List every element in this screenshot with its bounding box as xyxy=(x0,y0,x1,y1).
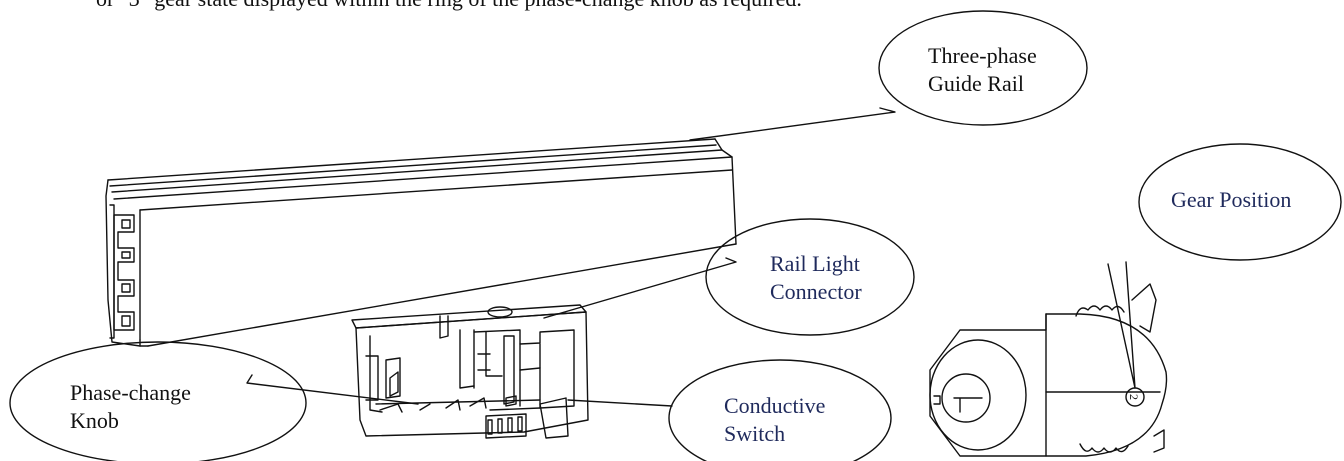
conductive-switch-callout xyxy=(668,359,892,461)
gear-position-callout xyxy=(1138,143,1342,261)
connector-label-line2: Connector xyxy=(770,279,862,304)
gear-position-label-line1: Gear Position xyxy=(1171,187,1292,212)
gear-position-label: Gear Position xyxy=(1171,186,1291,214)
leader-lines xyxy=(246,107,1136,407)
phase-knob-label: Phase-change Knob xyxy=(70,379,191,435)
phase-knob-label-line2: Knob xyxy=(70,408,119,433)
guide-rail-label-line1: Three-phase xyxy=(928,43,1037,68)
connector-label-line1: Rail Light xyxy=(770,251,860,276)
phase-knob-callout xyxy=(9,341,307,461)
conductive-switch-label: Conductive Switch xyxy=(724,392,825,448)
guide-rail-drawing xyxy=(105,138,737,347)
guide-rail-label-line2: Guide Rail xyxy=(928,71,1024,96)
connector-label: Rail Light Connector xyxy=(770,250,862,306)
connector-drawing xyxy=(351,304,589,439)
connector-callout xyxy=(705,218,915,336)
caption-text: or "3" gear state displayed within the r… xyxy=(96,0,802,12)
phase-knob-label-line1: Phase-change xyxy=(70,380,191,405)
conductive-switch-label-line1: Conductive xyxy=(724,393,826,418)
guide-rail-label: Three-phase Guide Rail xyxy=(928,42,1037,98)
end-view-drawing: 2 xyxy=(929,283,1168,457)
gear-number-text: 2 xyxy=(1127,394,1141,400)
guide-rail-callout xyxy=(878,10,1088,126)
conductive-switch-label-line2: Switch xyxy=(724,421,786,446)
